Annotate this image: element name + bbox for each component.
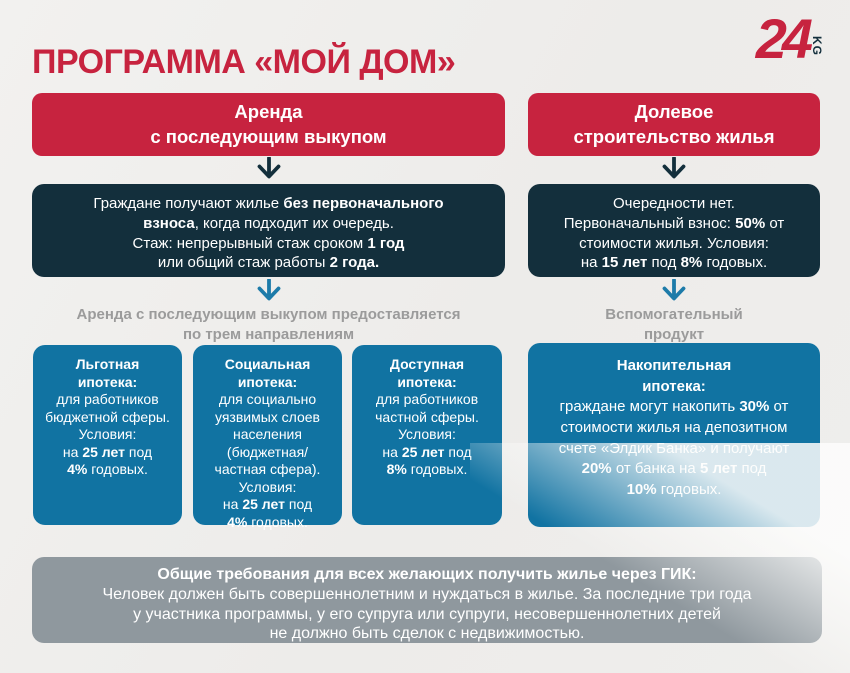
- logo-number: 24: [755, 7, 813, 70]
- rent-description-text: Граждане получают жилье без первоначальн…: [93, 195, 444, 272]
- rent-description-box: Граждане получают жилье без первоначальн…: [32, 184, 505, 277]
- page-title: ПРОГРАММА «МОЙ ДОМ»: [32, 42, 456, 81]
- logo-24kg: 24 KG: [755, 7, 824, 70]
- general-requirements-text: Общие требования для всех желающих получ…: [102, 566, 752, 643]
- arrow-down-icon: [257, 157, 281, 179]
- rent-directions-note: Аренда с последующим выкупом предоставля…: [76, 306, 461, 343]
- arrow-down-icon: [257, 279, 281, 301]
- arrow-down-icon: [662, 279, 686, 301]
- shared-construction-description-text: Очередности нет.Первоначальный взнос: 50…: [563, 195, 785, 272]
- logo-country-label: KG: [810, 36, 824, 57]
- shared-construction-description-box: Очередности нет.Первоначальный взнос: 50…: [528, 184, 820, 277]
- arrow-down-icon: [662, 157, 686, 179]
- general-requirements-box: Общие требования для всех желающих получ…: [32, 557, 822, 643]
